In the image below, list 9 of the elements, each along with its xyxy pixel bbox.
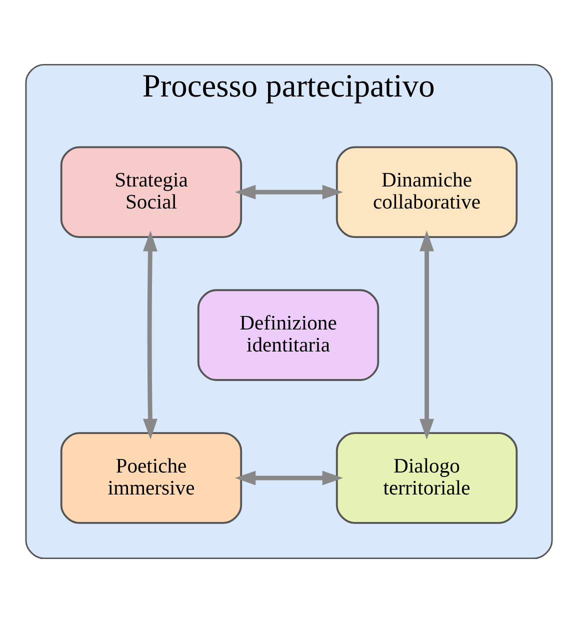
arrow xyxy=(234,184,344,200)
node-box: Poetiche immersive xyxy=(60,432,242,524)
node-box: Dinamiche collaborative xyxy=(336,146,518,238)
arrow xyxy=(420,230,434,440)
arrow xyxy=(234,470,344,486)
node-box: Dialogo territoriale xyxy=(336,432,518,524)
node-box: Definizione identitaria xyxy=(197,289,380,381)
arrow xyxy=(142,230,158,440)
node-box: Strategia Social xyxy=(60,146,242,238)
